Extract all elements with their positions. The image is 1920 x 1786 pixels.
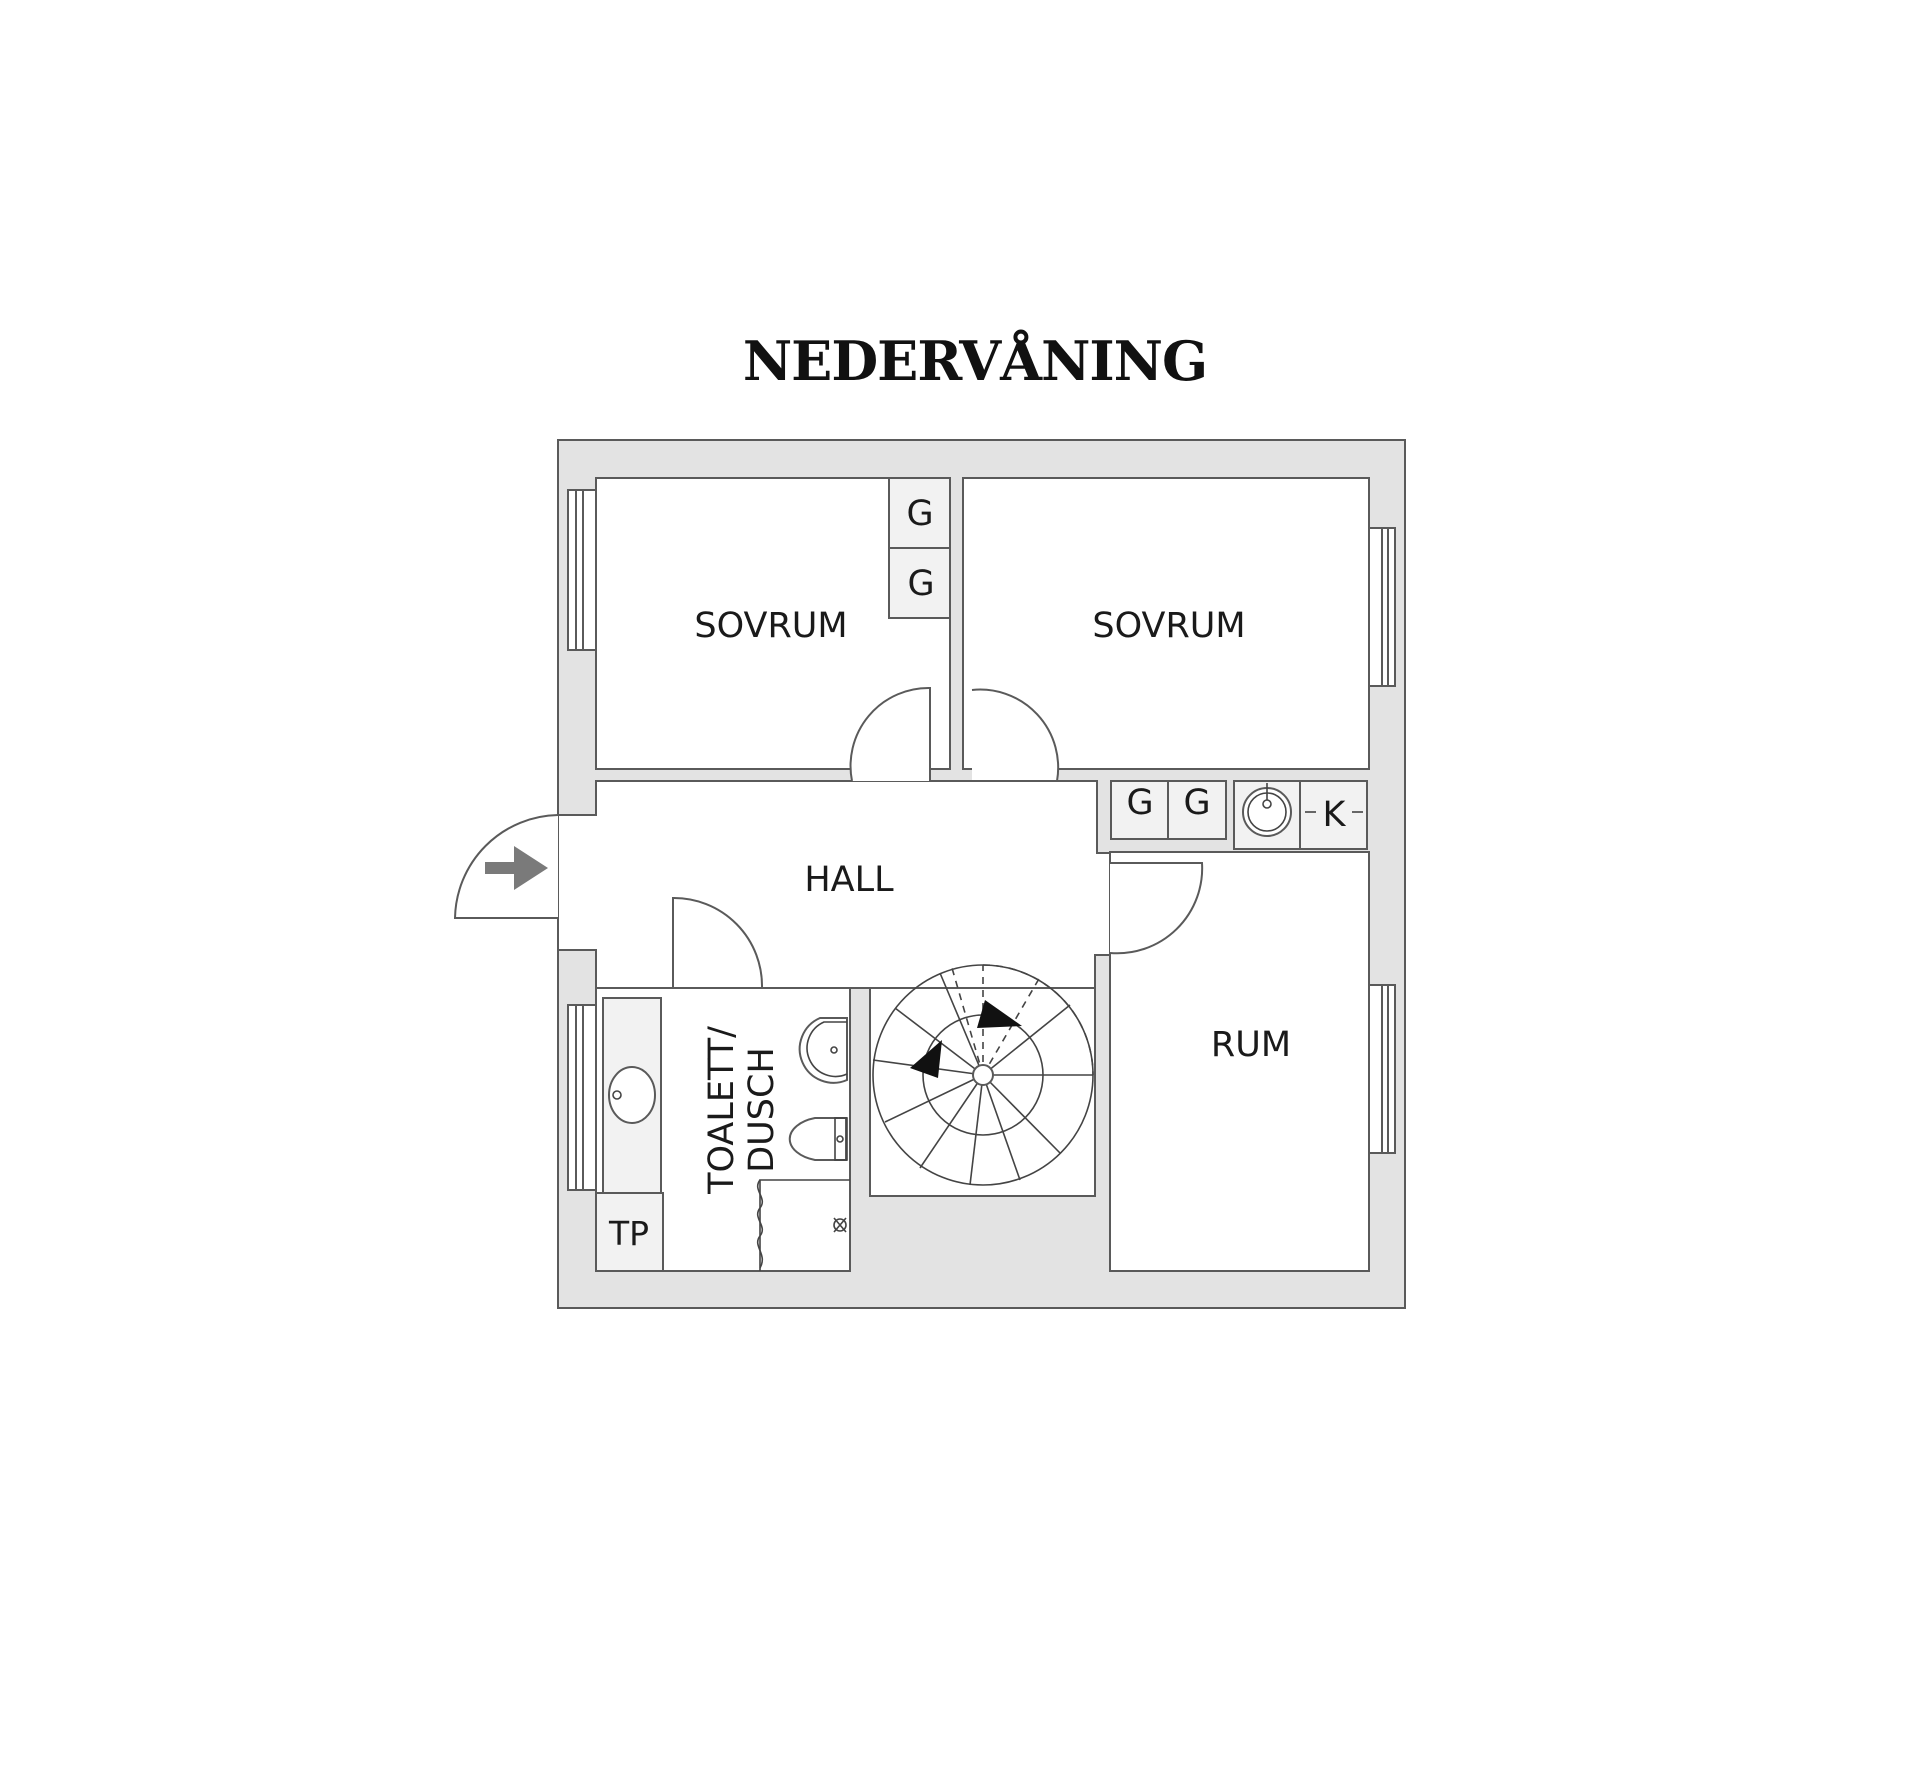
shower-curtain-icon <box>756 1179 764 1269</box>
wardrobe-label: G <box>906 494 933 534</box>
arrow-right-icon <box>485 846 548 890</box>
wardrobe-label: G <box>907 564 934 604</box>
toilet-icon <box>788 1117 847 1161</box>
room-label-toalett-dusch: TOALETT/ DUSCH <box>702 1026 782 1195</box>
wardrobe-label: G <box>1126 783 1153 823</box>
washbasin-icon <box>608 1066 656 1124</box>
room-label-rum: RUM <box>1211 1025 1291 1065</box>
room-label-hall: HALL <box>804 860 894 900</box>
room-label-sovrum: SOVRUM <box>1092 606 1245 646</box>
triangle-arrow-icon <box>977 1000 1022 1028</box>
plan-title: NEDERVÅNING <box>743 329 1207 393</box>
wardrobe-group-hall: G G K <box>1110 780 1368 850</box>
kitchen-label: K <box>1323 795 1347 835</box>
tp-label: TP <box>608 1214 649 1253</box>
wardrobe-group-left: G G <box>888 477 951 619</box>
wardrobe-label: G <box>1183 783 1210 823</box>
room-label-sovrum: SOVRUM <box>694 606 847 646</box>
shower-head-icon <box>833 1218 847 1232</box>
triangle-arrow-icon <box>910 1040 942 1078</box>
bathroom-fixtures: TP <box>595 997 850 1272</box>
spiral-staircase <box>869 964 1096 1197</box>
svg-text:DUSCH: DUSCH <box>742 1047 782 1173</box>
svg-text:TOALETT/: TOALETT/ <box>702 1026 742 1195</box>
windows <box>567 489 1396 1191</box>
